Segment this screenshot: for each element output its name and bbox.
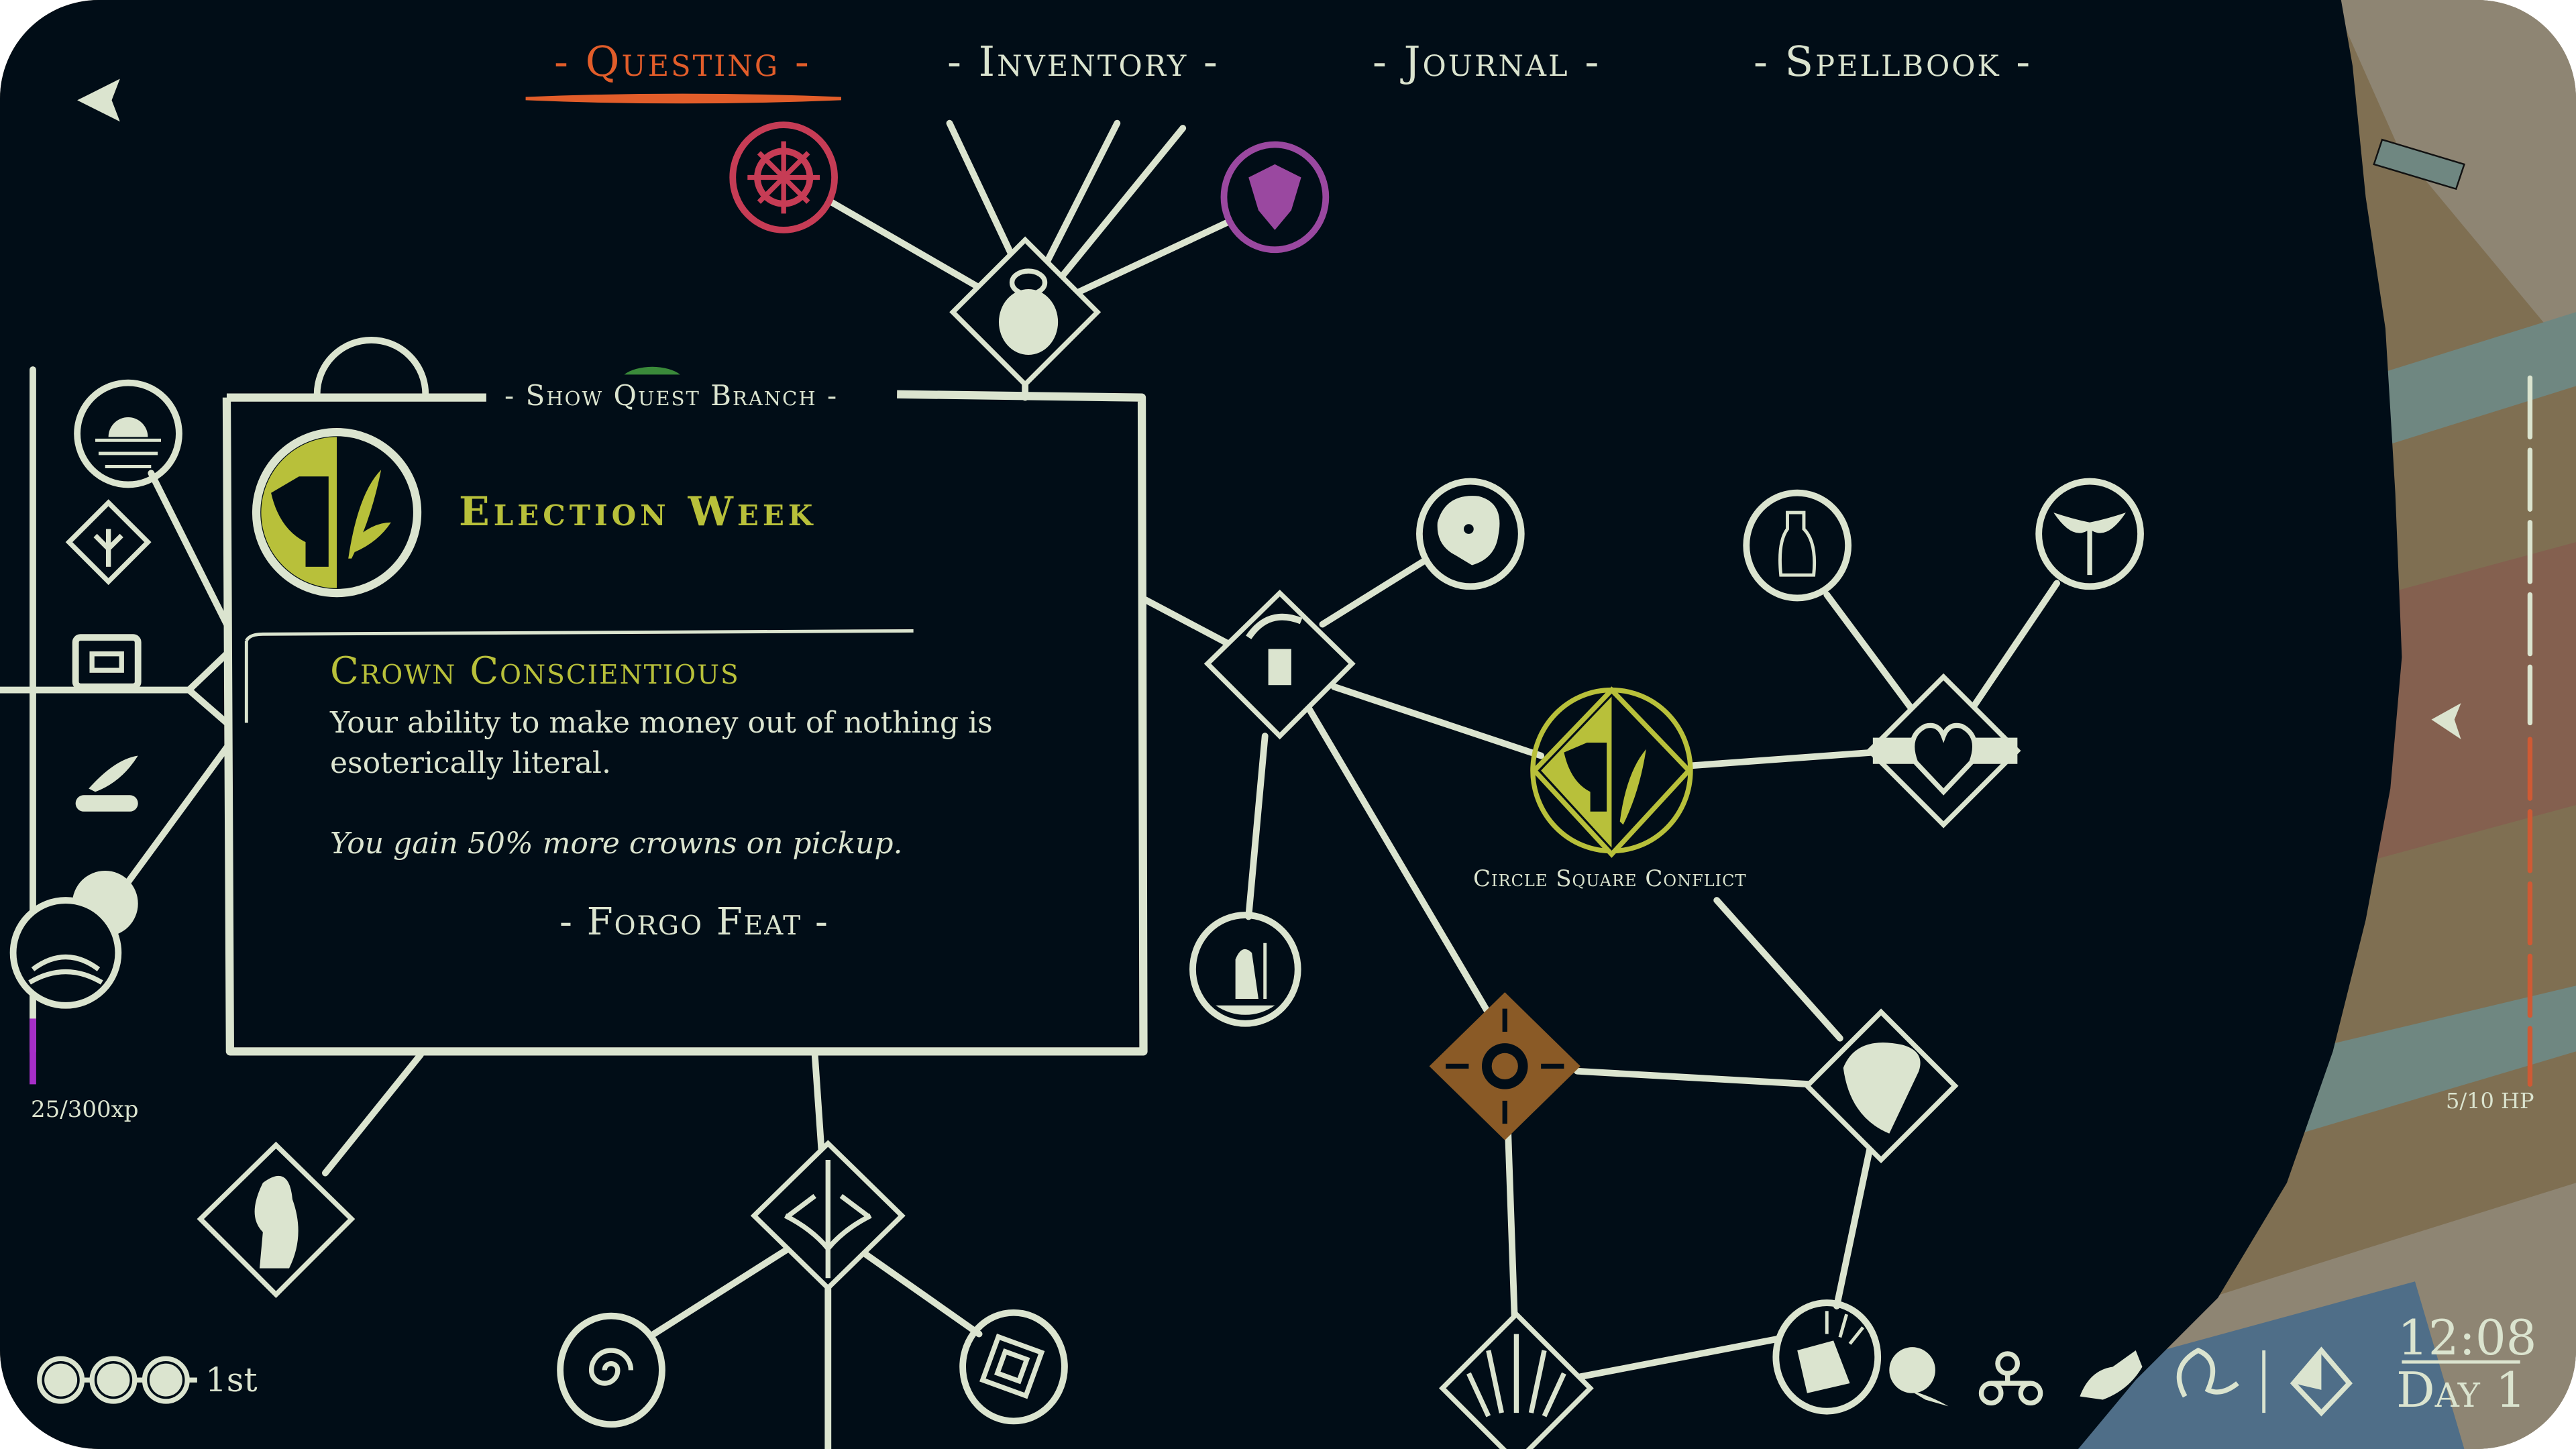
node-dragon[interactable] [1220,141,1330,254]
tab-journal[interactable]: - Journal - [1373,37,1601,86]
crystal-ball-icon[interactable] [1889,1347,1949,1407]
tab-inventory[interactable]: - Inventory - [947,37,1220,86]
node-knight-sea[interactable] [74,379,182,488]
perk-effect: You gain 50% more crowns on pickup. [330,826,903,861]
highlight-node-label: Circle Square Conflict [1473,865,1747,892]
tab-questing[interactable]: - Questing - [554,37,811,86]
perk-description: Your ability to make money out of nothin… [330,706,993,780]
node-partial-top-left[interactable] [313,337,680,394]
forgo-feat-button[interactable]: - Forgo Feat - [559,900,829,944]
node-mermaid[interactable] [197,1141,356,1298]
node-book-rays[interactable] [1772,1299,1882,1415]
node-quill-scroll[interactable] [75,755,138,812]
active-tab-underline [525,93,841,104]
perk-title: Crown Conscientious [330,649,740,693]
clock-time: 12:08 [2398,1309,2537,1366]
level-pips [37,1356,197,1404]
node-helm-wheel[interactable] [729,121,838,233]
node-chest[interactable] [72,634,142,690]
node-ballot[interactable] [1203,589,1356,740]
quest-icon [252,427,422,598]
node-crossroads[interactable] [750,1140,906,1292]
d20-icon[interactable] [2290,1346,2353,1417]
tab-spellbook[interactable]: - Spellbook - [1754,37,2033,86]
node-scroll[interactable] [1803,1008,1959,1164]
quest-detail-panel-frame [222,390,1148,1056]
day-label: Day 1 [2396,1362,2526,1418]
level-label: 1st [205,1360,258,1399]
node-tree[interactable] [65,499,152,586]
node-winged-staff[interactable] [2035,478,2144,590]
node-circle-square-conflict[interactable] [1530,686,1693,858]
xp-text: 25/300xp [31,1096,139,1123]
node-head[interactable] [1416,478,1525,590]
node-bottle[interactable] [1743,489,1851,602]
node-swirl[interactable] [557,1312,665,1428]
node-maze[interactable] [959,1309,1068,1425]
node-kneeling-knight[interactable] [1189,912,1301,1027]
wolf-icon[interactable] [2080,1350,2143,1400]
triskelion-icon[interactable] [1978,1351,2043,1406]
node-moon-wave[interactable] [9,897,122,1009]
node-heart[interactable] [1866,673,2021,828]
serpent-icon[interactable] [2176,1347,2239,1398]
show-quest-branch-button[interactable]: - Show Quest Branch - [504,379,839,412]
node-kettle[interactable] [949,236,1102,388]
quest-title: Election Week [459,488,817,535]
node-sunrise[interactable] [1439,1310,1594,1449]
back-arrow-icon[interactable] [77,78,120,122]
node-sun-gear[interactable] [1429,992,1580,1140]
collapse-right-arrow-icon[interactable] [2431,703,2461,740]
hp-text: 5/10 HP [2446,1088,2534,1114]
